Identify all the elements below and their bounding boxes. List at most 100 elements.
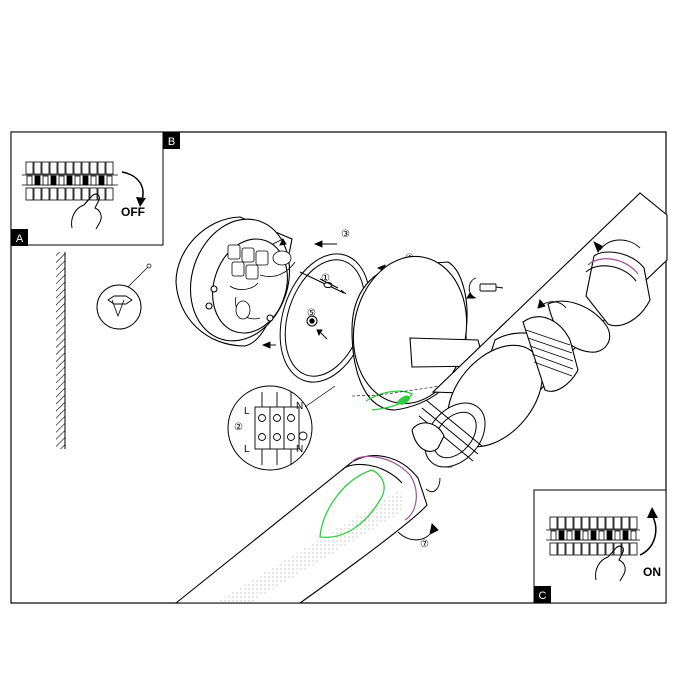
terminal-cell xyxy=(49,187,58,201)
terminal-switch xyxy=(566,530,573,541)
arrow-head-icon xyxy=(136,197,146,207)
wall xyxy=(56,252,66,449)
main-frame xyxy=(10,131,667,604)
hand-icon xyxy=(71,193,102,230)
terminal-strip-icon xyxy=(546,516,640,556)
terminal-switch xyxy=(590,530,597,541)
terminal-cell xyxy=(605,516,614,530)
terminal-top-left-label: L xyxy=(244,406,250,417)
step-7-marker: ⑦ xyxy=(420,539,429,550)
terminal-switch xyxy=(630,530,637,541)
fixing-screw xyxy=(466,277,504,299)
hand-icon xyxy=(595,545,626,582)
terminal-cell xyxy=(105,161,114,175)
panel-label-c: C xyxy=(539,590,547,602)
terminal-cell xyxy=(49,161,58,175)
guide-lines xyxy=(351,385,441,397)
terminal-top-right-label: N xyxy=(296,401,303,412)
terminal-switch xyxy=(34,175,41,186)
terminal-cell xyxy=(629,542,638,556)
step-2-marker: ② xyxy=(234,422,243,433)
terminal-switch xyxy=(58,175,65,186)
on-label: ON xyxy=(643,565,661,579)
terminal-cell xyxy=(41,187,50,201)
terminal-cell xyxy=(549,516,558,530)
switch-off-arrow xyxy=(121,171,144,201)
terminal-cell xyxy=(33,187,42,201)
arrow-head-icon xyxy=(647,507,658,518)
terminal-cell xyxy=(89,161,98,175)
terminal-cell xyxy=(565,516,574,530)
off-label: OFF xyxy=(121,205,145,219)
terminal-cell xyxy=(613,542,622,556)
terminal-switch xyxy=(582,530,589,541)
terminal-cell xyxy=(597,516,606,530)
terminal-cell xyxy=(581,516,590,530)
step-5-marker: ⑤ xyxy=(307,308,316,319)
terminal-cell xyxy=(565,542,574,556)
terminal-switch xyxy=(82,175,89,186)
terminal-cell xyxy=(81,161,90,175)
terminal-switch xyxy=(598,530,605,541)
terminal-cell xyxy=(25,187,34,201)
wall-hole-icon xyxy=(146,263,152,269)
terminal-cell xyxy=(597,542,606,556)
housing-cover xyxy=(351,255,486,411)
terminal-switch xyxy=(90,175,97,186)
terminal-cell xyxy=(589,542,598,556)
terminal-switch xyxy=(42,175,49,186)
terminal-cell xyxy=(65,161,74,175)
terminal-cell xyxy=(621,542,630,556)
bulb-lower xyxy=(319,469,385,538)
terminal-cell xyxy=(557,516,566,530)
bulb-tip-icon xyxy=(397,395,410,405)
switch-on-arrow xyxy=(639,514,657,556)
lamp-body xyxy=(431,192,668,448)
terminal-cell xyxy=(557,542,566,556)
glass-tube xyxy=(174,422,445,604)
wall-plug-detail xyxy=(96,263,152,330)
terminal-switch xyxy=(558,530,565,541)
terminal-cell xyxy=(73,161,82,175)
terminal-cell xyxy=(581,542,590,556)
terminal-switch xyxy=(606,530,613,541)
wire-connectors xyxy=(227,244,296,320)
terminal-cell xyxy=(573,542,582,556)
terminal-cell xyxy=(65,187,74,201)
on-detail-panel: C ON xyxy=(533,489,667,604)
terminal-switch xyxy=(106,175,113,186)
rotation-arrows xyxy=(397,239,641,541)
terminal-switch xyxy=(550,530,557,541)
terminal-cell xyxy=(97,161,106,175)
terminal-cell xyxy=(629,516,638,530)
terminal-switch xyxy=(66,175,73,186)
step-1-marker: ① xyxy=(321,273,330,284)
terminal-bottom-right-label: N xyxy=(296,444,303,455)
terminal-cell xyxy=(589,516,598,530)
terminal-switch xyxy=(26,175,33,186)
terminal-cell xyxy=(621,516,630,530)
panel-label-a: A xyxy=(16,233,24,245)
terminal-switch xyxy=(50,175,57,186)
terminal-switch xyxy=(74,175,81,186)
terminal-bottom-left-label: L xyxy=(244,444,250,455)
panel-label-b: B xyxy=(168,136,175,148)
terminal-switch xyxy=(98,175,105,186)
terminal-switch xyxy=(574,530,581,541)
terminal-cell xyxy=(105,187,114,201)
terminal-strip-icon xyxy=(22,161,118,201)
bulb-upper xyxy=(365,390,413,411)
terminal-cell xyxy=(73,187,82,201)
terminal-cell xyxy=(57,161,66,175)
terminal-cell xyxy=(613,516,622,530)
step-3-marker: ③ xyxy=(341,229,350,240)
terminal-cell xyxy=(41,161,50,175)
terminal-cell xyxy=(573,516,582,530)
terminal-cell xyxy=(81,187,90,201)
terminal-cell xyxy=(549,542,558,556)
terminal-cell xyxy=(25,161,34,175)
terminal-block-detail: ② L N L N xyxy=(227,385,336,471)
terminal-cell xyxy=(57,187,66,201)
bulb-socket-thread xyxy=(418,399,486,468)
